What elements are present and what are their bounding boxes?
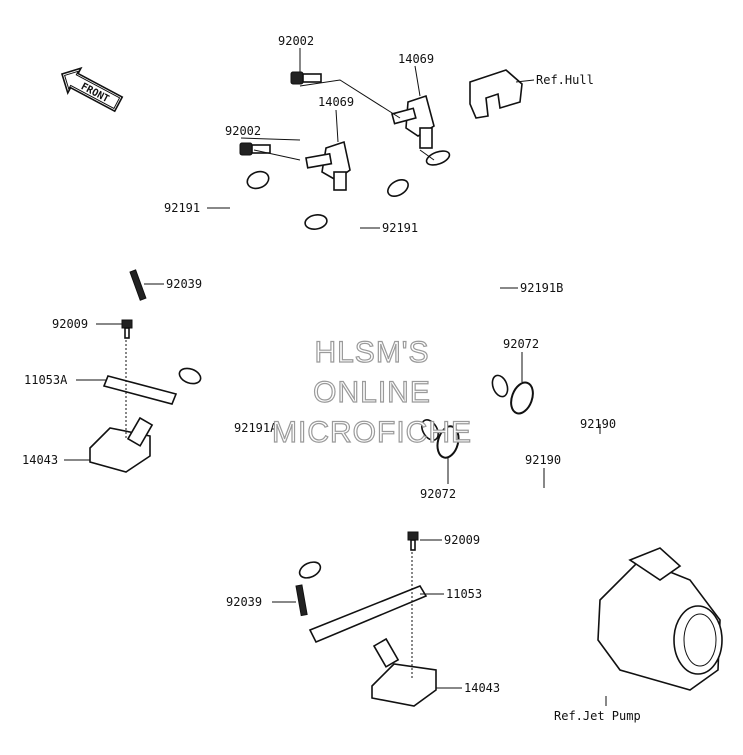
watermark-line-1: HLSM'S [314, 336, 429, 369]
bracket-11053-icon [308, 585, 428, 644]
leader-lines [64, 48, 607, 706]
strainer-14043-left-icon [89, 416, 154, 473]
watermark-line-2: ONLINE [313, 376, 431, 409]
label-92002-mid: 92002 [225, 124, 261, 138]
front-arrow-icon: FRONT [60, 66, 124, 113]
label-92190-mid: 92190 [525, 453, 561, 467]
clamp-92072-upper-icon [510, 381, 534, 415]
clamp-92072-lower-icon [436, 425, 460, 459]
label-92072-upper: 92072 [503, 337, 539, 351]
fitting-14069-mid-icon [305, 140, 351, 191]
label-92039-top: 92039 [166, 277, 202, 291]
screw-92009-bottom-icon [407, 531, 419, 551]
screw-92009-top-icon [121, 319, 133, 339]
label-11053: 11053 [446, 587, 482, 601]
strainer-14043-bottom-icon [371, 637, 437, 707]
label-92009-top: 92009 [52, 317, 88, 331]
label-ref-hull: Ref.Hull [536, 73, 594, 87]
stud-92039-bottom-icon [295, 584, 308, 617]
bolt-92002-top-icon [290, 71, 322, 85]
watermark-line-3: MICROFICHE [272, 416, 472, 449]
hull-bracket-icon [469, 69, 523, 119]
label-14043-left: 14043 [22, 453, 58, 467]
label-14069-top: 14069 [398, 52, 434, 66]
label-92072-lower: 92072 [420, 487, 456, 501]
hose-left-pickup-end [178, 310, 250, 385]
label-11053A: 11053A [24, 373, 68, 387]
label-92009-bottom: 92009 [444, 533, 480, 547]
jet-pump-icon [597, 547, 723, 691]
label-14069-mid: 14069 [318, 95, 354, 109]
label-92191B: 92191B [520, 281, 563, 295]
bolt-92002-mid-icon [239, 142, 271, 156]
label-92191-left: 92191 [164, 201, 200, 215]
label-92190-right: 92190 [580, 417, 616, 431]
bracket-11053A-icon [102, 375, 178, 405]
hose-92191A [280, 212, 358, 580]
label-ref-jet-pump: Ref.Jet Pump [554, 709, 641, 723]
watermark: HLSM'S ONLINE MICROFICHE [271, 335, 472, 449]
label-92002-top: 92002 [278, 34, 314, 48]
hose-92190-mid [469, 451, 579, 565]
label-92191A: 92191A [234, 421, 278, 435]
label-14043-bottom: 14043 [464, 681, 500, 695]
stud-92039-top-icon [129, 269, 147, 301]
label-92191-center: 92191 [382, 221, 418, 235]
label-92039-bottom: 92039 [226, 595, 262, 609]
fitting-14069-top-icon [391, 94, 435, 149]
